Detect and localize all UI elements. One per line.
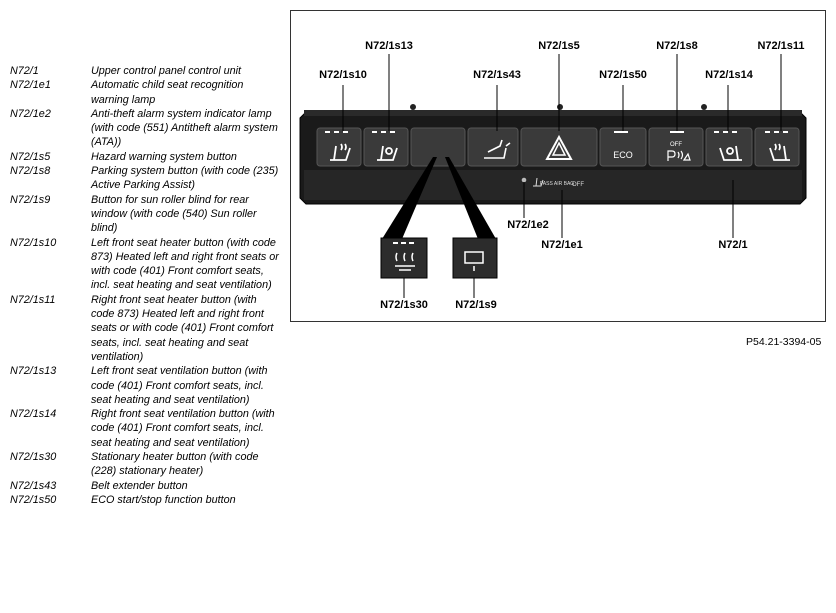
label-s10: N72/1s10 [319, 69, 367, 81]
zoom-wedge-s9 [445, 157, 496, 239]
button-s13 [363, 127, 409, 167]
hazard-warning-icon [545, 134, 573, 160]
legend-description: Left front seat heater button (with code… [91, 236, 279, 292]
button-s30-s9-slot [410, 127, 466, 167]
inset-button-s9 [452, 237, 498, 279]
button-s5 [520, 127, 598, 167]
legend-description: Anti-theft alarm system indicator lamp (… [91, 107, 278, 149]
legend-code: N72/1s30 [10, 451, 57, 464]
belt-extender-icon [484, 139, 511, 159]
legend-description: Belt extender button [91, 479, 188, 492]
legend-description: Automatic child seat recognition warning… [91, 79, 244, 106]
figure-reference: P54.21-3394-05 [746, 336, 822, 348]
label-e2: N72/1e2 [507, 219, 549, 231]
child-seat-icon [533, 177, 544, 187]
seat-ventilation-left-icon [377, 145, 398, 161]
legend-description: Left front seat ventilation button (with… [91, 365, 268, 406]
legend-row: N72/1e1 Automatic child seat recognition … [10, 78, 280, 107]
label-s5: N72/1s5 [538, 40, 580, 52]
label-s30: N72/1s30 [380, 299, 428, 311]
seat-heater-left-icon [330, 143, 351, 161]
legend-description: Parking system button (with code (235) A… [91, 165, 279, 192]
legend-code: N72/1s50 [10, 493, 57, 506]
label-e1: N72/1e1 [541, 239, 583, 251]
legend-row: N72/1s43 Belt extender button [10, 479, 280, 493]
legend-row: N72/1s13 Left front seat ventilation butt… [10, 364, 280, 407]
label-s14: N72/1s14 [705, 69, 753, 81]
legend-code: N72/1e2 [10, 107, 51, 120]
pass-airbag-label: PASS AIR BAG [540, 181, 574, 187]
legend-row: N72/1s11 Right front seat heater button (… [10, 293, 280, 364]
parking-off-label: OFF [670, 142, 682, 148]
legend-row: N72/1e2 Anti-theft alarm system indicator… [10, 107, 280, 150]
legend-code: N72/1s43 [10, 479, 57, 492]
label-s50: N72/1s50 [599, 69, 647, 81]
panel-lower-face [304, 170, 802, 200]
legend-code: N72/1s5 [10, 150, 51, 163]
legend-code: N72/1s9 [10, 193, 51, 206]
label-s43: N72/1s43 [473, 69, 521, 81]
sun-blind-icon [464, 251, 484, 271]
legend-code: N72/1e1 [10, 79, 51, 92]
legend-code: N72/1s13 [10, 365, 57, 378]
panel-top-edge [304, 110, 802, 116]
button-row [316, 127, 800, 167]
label-s13: N72/1s13 [365, 40, 413, 52]
label-s9: N72/1s9 [455, 299, 497, 311]
button-s43 [467, 127, 519, 167]
label-s8: N72/1s8 [656, 40, 698, 52]
button-s14 [705, 127, 753, 167]
seat-heater-right-icon [769, 143, 790, 161]
legend-description: Right front seat heater button (with cod… [91, 293, 274, 363]
legend-description: Right front seat ventilation button (wit… [91, 408, 275, 449]
eco-label: ECO [613, 150, 633, 160]
legend-description: Hazard warning system button [91, 150, 237, 163]
airbag-off-label: OFF [572, 182, 584, 188]
alarm-indicator-lamp [521, 177, 527, 183]
legend-row: N72/1s8 Parking system button (with code … [10, 164, 280, 193]
legend-code: N72/1 [10, 65, 39, 77]
parking-system-icon [667, 150, 691, 161]
legend-row: N72/1s50 ECO start/stop function button [10, 493, 280, 507]
legend-row: N72/1s14 Right front seat ventilation but… [10, 407, 280, 450]
diagram-frame [290, 10, 826, 322]
legend-code: N72/1s10 [10, 236, 57, 249]
legend-description: Stationary heater button (with code (228… [91, 451, 259, 478]
label-s11: N72/1s11 [757, 40, 805, 52]
inset-button-s30 [380, 237, 428, 279]
legend-row: N72/1 Upper control panel control unit [10, 64, 280, 78]
legend-code: N72/1s8 [10, 165, 51, 178]
zoom-wedge-s30 [382, 157, 437, 239]
legend-row: N72/1s5 Hazard warning system button [10, 150, 280, 164]
legend-row: N72/1s30 Stationary heater button (with c… [10, 450, 280, 479]
seat-ventilation-right-icon [719, 145, 742, 161]
legend-code: N72/1s11 [10, 293, 56, 306]
label-n1: N72/1 [718, 239, 748, 251]
button-s11 [754, 127, 800, 167]
legend-description: Button for sun roller blind for rear win… [91, 193, 257, 235]
legend-row: N72/1s9 Button for sun roller blind for r… [10, 193, 280, 236]
legend-row: N72/1s10 Left front seat heater button (w… [10, 236, 280, 293]
legend-description: ECO start/stop function button [91, 493, 236, 506]
stationary-heater-icon [395, 252, 415, 271]
legend-code: N72/1s14 [10, 408, 57, 421]
button-s8 [648, 127, 704, 167]
button-s50 [599, 127, 647, 167]
button-s10 [316, 127, 362, 167]
legend-description: Upper control panel control unit [91, 65, 242, 77]
